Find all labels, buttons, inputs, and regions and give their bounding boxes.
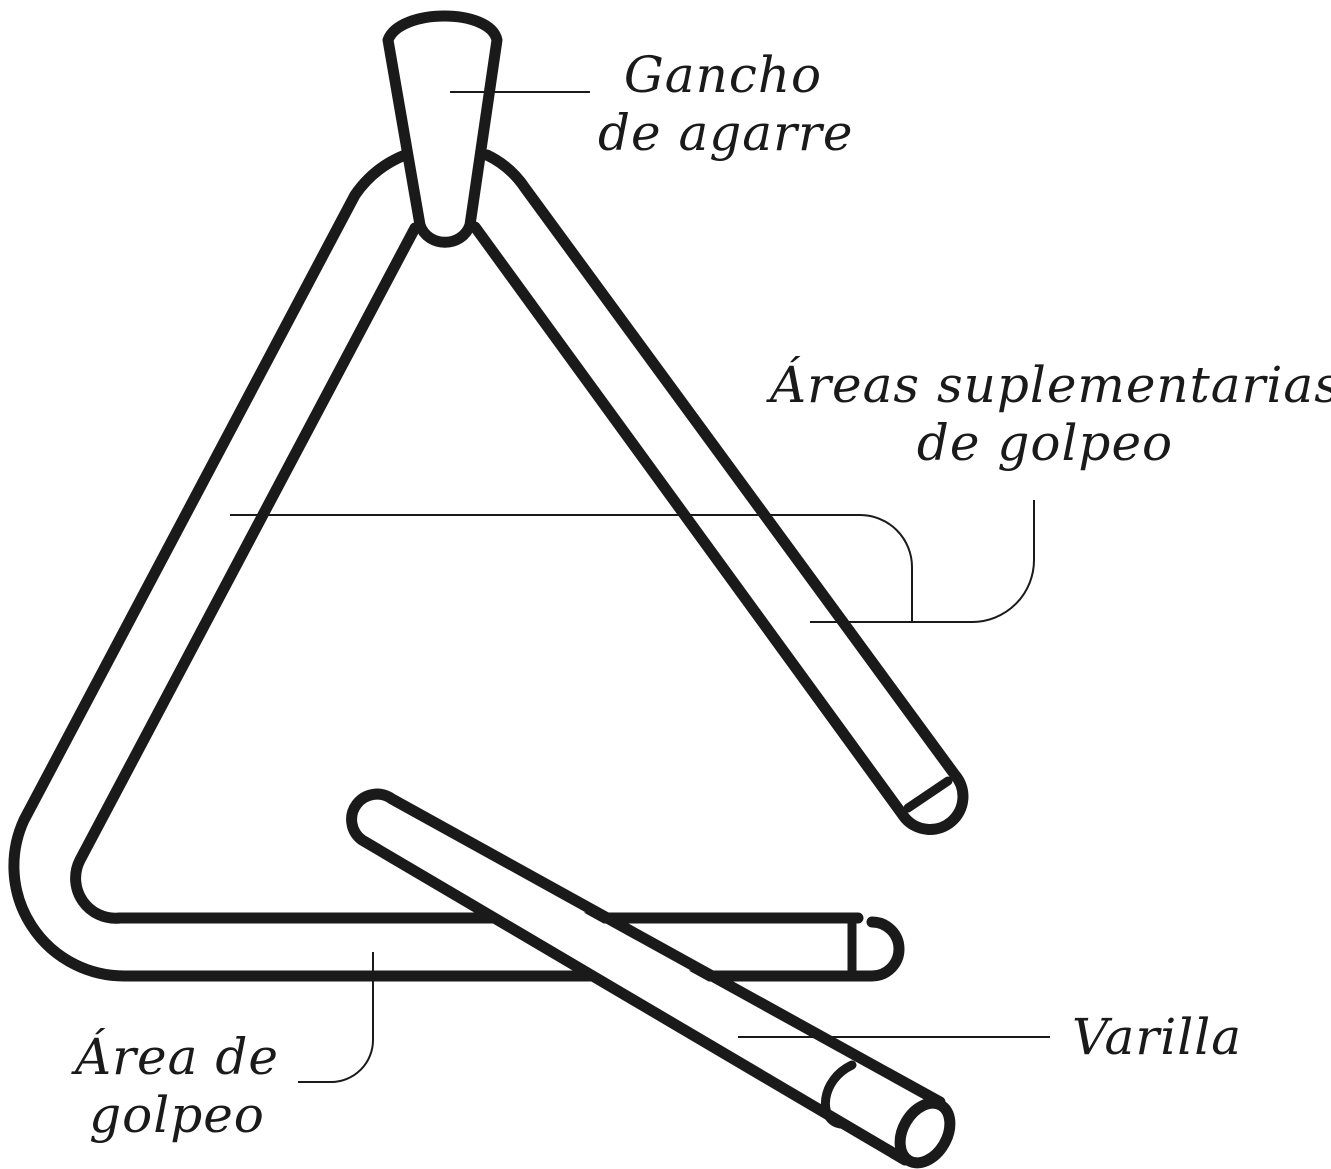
hook-shape [382,10,503,248]
label-areas-sup-line1: Áreas suplementarias [770,356,1331,414]
beater-rod-body [350,798,945,1160]
label-gancho-de-agarre: Gancho de agarre [598,46,854,162]
label-gancho-line2: de agarre [598,104,854,162]
label-areas-sup-line2: de golpeo [916,414,1174,472]
leader-line-areas-suplementarias-lower [810,500,1035,623]
label-area-golpeo-line1: Área de [75,1028,279,1086]
beater-rod-band [821,1060,857,1129]
triangle-outer-outline [8,149,969,982]
beater-rod-end-ellipse [894,1097,956,1169]
right-end-cap-line [903,776,953,813]
triangle-inner-outline [70,222,864,924]
label-area-golpeo-line2: golpeo [89,1086,265,1144]
label-varilla: Varilla [1072,1008,1292,1066]
label-varilla-text: Varilla [1072,1008,1243,1066]
leader-line-area-golpeo [298,952,374,1083]
label-gancho-line1: Gancho [623,46,823,104]
label-area-de-golpeo: Área de golpeo [62,1028,292,1144]
label-areas-suplementarias: Áreas suplementarias de golpeo [770,356,1331,472]
beater-rod-outline [346,788,946,1166]
leader-line-areas-suplementarias-upper [230,514,913,622]
